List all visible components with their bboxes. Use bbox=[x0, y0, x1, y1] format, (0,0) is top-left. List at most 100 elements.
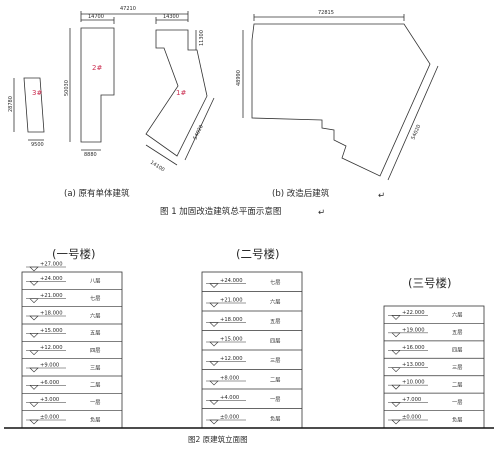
dim-b3-top: 14300 bbox=[163, 14, 179, 20]
floor-name: 八层 bbox=[90, 278, 100, 285]
floor-name: 三层 bbox=[452, 364, 462, 371]
floor-name: 四层 bbox=[452, 347, 462, 354]
level-label: +19.000 bbox=[402, 327, 425, 333]
floor-name: 七层 bbox=[270, 278, 280, 286]
fig1a-original-buildings bbox=[13, 11, 215, 166]
floor-name: 四层 bbox=[270, 337, 280, 344]
level-label: +13.000 bbox=[402, 362, 425, 368]
level-label: ±0.000 bbox=[220, 415, 239, 421]
fig1-caption-tail: ↵ bbox=[318, 208, 325, 218]
floor-name: 五层 bbox=[90, 330, 100, 337]
dim-b3-diag: 54020 bbox=[192, 124, 204, 141]
fig2-caption: 图2 原建筑立面图 bbox=[188, 434, 248, 444]
floor-name: 负层 bbox=[452, 415, 462, 423]
building-1-elevation: +24.000 八层 +21.000 七层 +18.000 六层 +15.000 五层 +12.… bbox=[21, 262, 123, 429]
level-label: +22.000 bbox=[402, 310, 425, 316]
floor-name: 负层 bbox=[270, 414, 280, 422]
building-3-outline bbox=[23, 77, 45, 133]
dim-b1-left: 28780 bbox=[8, 96, 14, 112]
building-2-title: (二号楼) bbox=[236, 247, 279, 261]
floor-name: 负层 bbox=[90, 415, 100, 423]
level-label: +12.000 bbox=[40, 345, 63, 351]
level-label: +15.000 bbox=[220, 337, 243, 343]
dim-b1-bottom: 9500 bbox=[31, 142, 44, 148]
level-marker-icon bbox=[209, 283, 219, 288]
label-b: (b) 改造后建筑 bbox=[272, 188, 330, 199]
dim-b-left: 48990 bbox=[236, 70, 242, 86]
dim-b3-right: 11300 bbox=[199, 30, 205, 46]
building-1-title: (一号楼) bbox=[52, 247, 95, 261]
roof-level-label: +27.000 bbox=[40, 262, 63, 268]
level-marker-icon bbox=[209, 419, 219, 425]
floor-name: 六层 bbox=[90, 311, 100, 319]
elevation-outline bbox=[383, 305, 485, 429]
level-marker-icon bbox=[391, 367, 401, 373]
floor-name: 三层 bbox=[90, 364, 100, 371]
level-marker-icon bbox=[209, 322, 219, 327]
level-marker-icon bbox=[29, 402, 39, 408]
floor-name: 二层 bbox=[90, 382, 100, 389]
level-label: +24.000 bbox=[220, 278, 243, 284]
dim-b2-top: 14700 bbox=[88, 14, 104, 20]
level-label: +6.000 bbox=[40, 380, 59, 386]
label-a: (a) 原有单体建筑 bbox=[64, 188, 130, 199]
level-label: ±0.000 bbox=[402, 415, 421, 421]
dim-b2-left: 50030 bbox=[64, 80, 70, 96]
floor-name: 三层 bbox=[270, 357, 280, 364]
dim-b3-bottom: 14100 bbox=[149, 160, 166, 174]
level-marker-icon bbox=[391, 349, 401, 355]
level-label: ±0.000 bbox=[40, 415, 59, 421]
level-label: +15.000 bbox=[40, 328, 63, 334]
floor-name: 六层 bbox=[270, 297, 280, 305]
level-marker-icon bbox=[209, 380, 219, 386]
level-label: +21.000 bbox=[220, 298, 243, 304]
floor-name: 七层 bbox=[90, 294, 100, 302]
level-label: +16.000 bbox=[402, 345, 425, 351]
level-label: +12.000 bbox=[220, 356, 243, 362]
floor-name: 二层 bbox=[270, 376, 280, 383]
level-marker-icon bbox=[29, 315, 39, 321]
roof-level-marker-icon bbox=[29, 266, 39, 272]
level-marker-icon bbox=[29, 385, 39, 390]
floor-name: 二层 bbox=[452, 381, 462, 388]
dim-total-top: 47210 bbox=[120, 6, 136, 12]
level-marker-icon bbox=[29, 367, 39, 373]
level-marker-icon bbox=[391, 402, 401, 407]
building-tag-2: 2# bbox=[92, 64, 102, 72]
level-label: +7.000 bbox=[402, 397, 421, 403]
level-marker-icon bbox=[29, 333, 39, 338]
level-marker-icon bbox=[391, 332, 401, 338]
building-2-outline bbox=[80, 27, 115, 143]
level-label: +18.000 bbox=[40, 311, 63, 317]
floor-name: 一层 bbox=[452, 399, 462, 406]
floor-name: 五层 bbox=[452, 329, 462, 336]
level-marker-icon bbox=[209, 341, 219, 347]
dim-b-diag: 54020 bbox=[410, 124, 422, 141]
level-label: +4.000 bbox=[220, 395, 239, 401]
fig1b-renovated-building bbox=[242, 14, 439, 181]
elevation-outline bbox=[21, 271, 123, 429]
level-marker-icon bbox=[209, 302, 219, 308]
building-3-title: (三号楼) bbox=[408, 276, 451, 290]
level-marker-icon bbox=[391, 315, 401, 320]
level-marker-icon bbox=[29, 298, 39, 304]
building-tag-1: 1# bbox=[176, 89, 186, 97]
level-marker-icon bbox=[391, 419, 401, 425]
level-label: +24.000 bbox=[40, 276, 63, 282]
level-marker-icon bbox=[209, 400, 219, 405]
floor-name: 五层 bbox=[270, 318, 280, 325]
level-marker-icon bbox=[29, 419, 39, 425]
building-1-outline bbox=[145, 29, 208, 157]
level-marker-icon bbox=[29, 350, 39, 356]
level-marker-icon bbox=[29, 281, 39, 286]
level-label: +3.000 bbox=[40, 397, 59, 403]
fig1-caption: 图 1 加固改造建筑总平面示意图 bbox=[160, 206, 281, 217]
floor-name: 六层 bbox=[452, 311, 462, 319]
dim-b-top: 72815 bbox=[318, 10, 334, 16]
level-label: +10.000 bbox=[402, 380, 425, 386]
level-label: +9.000 bbox=[40, 363, 59, 369]
level-label: +21.000 bbox=[40, 293, 63, 299]
floor-name: 一层 bbox=[90, 399, 100, 406]
